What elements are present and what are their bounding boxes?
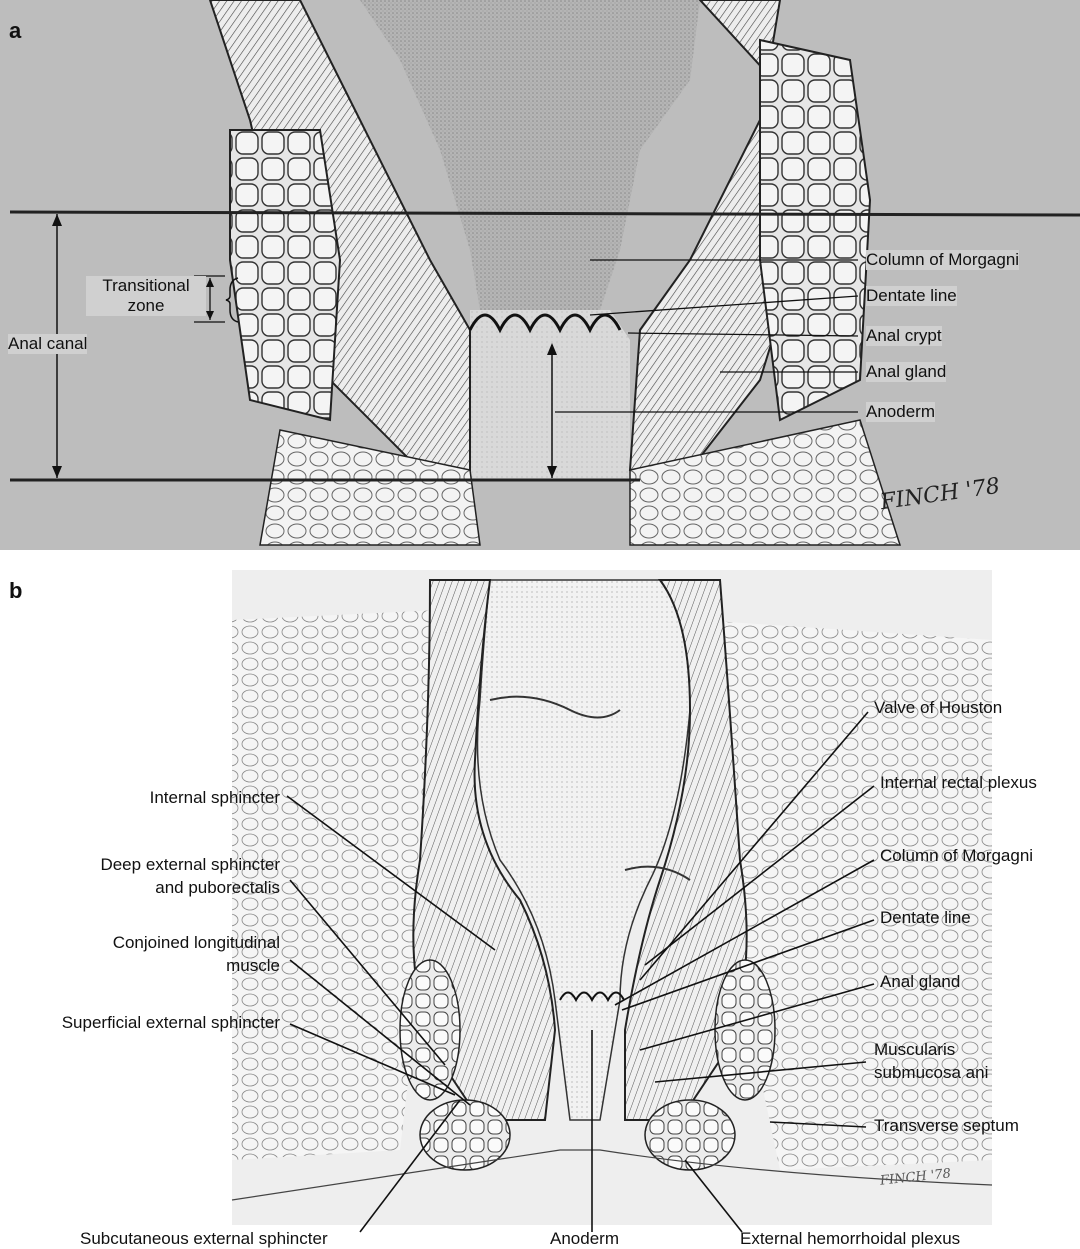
label-valve-of-houston: Valve of Houston [874,698,1002,718]
left-deep-external-sphincter [400,960,460,1100]
label-column-of-morgagni: Column of Morgagni [866,250,1019,270]
panel-a: a Transitional zone Anal canal Column of… [0,0,1080,550]
label-dentate-line: Dentate line [880,908,971,928]
label-anal-gland: Anal gland [866,362,946,382]
label-anal-canal: Anal canal [8,334,87,354]
label-transitional-zone: Transitional zone [86,276,206,316]
panel-b-illustration [0,560,1080,1249]
label-dentate-line: Dentate line [866,286,957,306]
right-subcutaneous-sphincter [645,1100,735,1170]
right-deep-external-sphincter [715,960,775,1100]
label-anal-gland: Anal gland [880,972,960,992]
label-anoderm: Anoderm [550,1229,619,1249]
left-external-sphincter [230,130,340,420]
label-superficial-external-sphincter: Superficial external sphincter [0,1013,280,1033]
label-external-hemorrhoidal-plexus: External hemorrhoidal plexus [740,1229,960,1249]
right-external-sphincter [760,40,870,420]
label-column-of-morgagni: Column of Morgagni [880,846,1033,866]
panel-a-illustration [0,0,1080,550]
panel-a-letter: a [9,18,21,44]
label-transverse-septum: Transverse septum [874,1116,1019,1136]
anal-canal-lumen [465,310,630,480]
label-subcutaneous-external-sphincter: Subcutaneous external sphincter [80,1229,328,1249]
label-anal-crypt: Anal crypt [866,326,942,346]
label-internal-rectal-plexus: Internal rectal plexus [880,773,1037,793]
label-deep-external-sphincter: Deep external sphincter and puborectalis [0,853,280,899]
label-conjoined-longitudinal-muscle: Conjoined longitudinal muscle [0,931,280,977]
label-muscularis-submucosa-ani: Muscularis submucosa ani [874,1038,988,1084]
panel-b-letter: b [9,578,22,604]
label-internal-sphincter: Internal sphincter [0,788,280,808]
panel-b: b Internal sphincter Deep external sphin… [0,560,1080,1249]
label-anoderm: Anoderm [866,402,935,422]
